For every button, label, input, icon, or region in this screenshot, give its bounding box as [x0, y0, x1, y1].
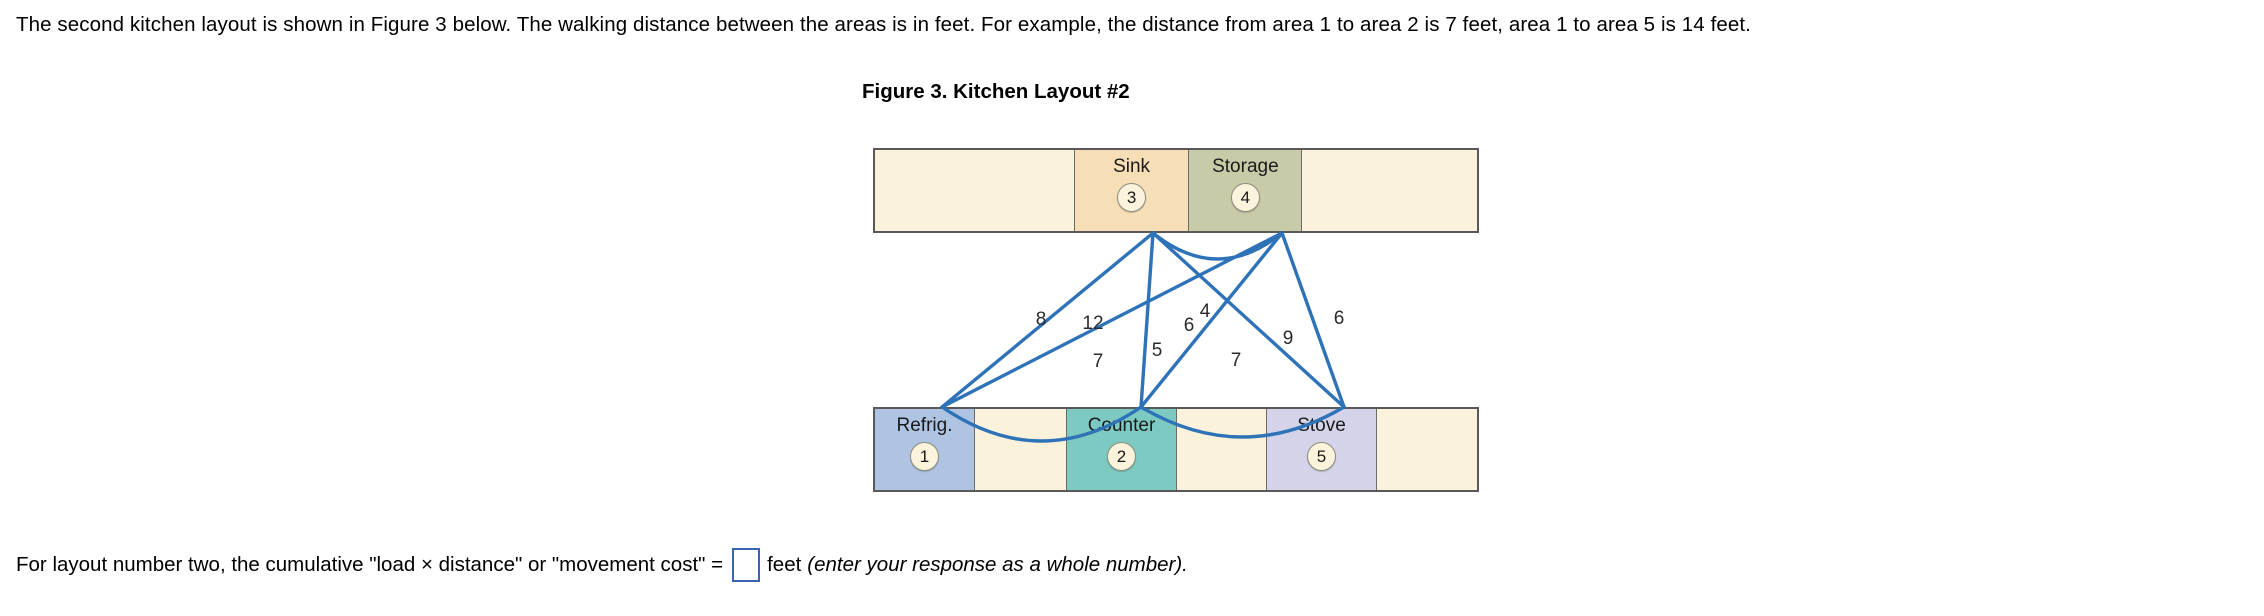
- cell-label: Stove: [1297, 415, 1346, 436]
- cell-label: Sink: [1113, 156, 1151, 177]
- figure-container: Figure 3. Kitchen Layout #2 Sink 3 Storage…: [0, 80, 2264, 510]
- edge-label-2-3: 5: [1151, 340, 1163, 361]
- edge-label-2-5: 7: [1230, 350, 1242, 371]
- edge-3-4: [1151, 231, 1284, 261]
- area-number-badge: 2: [1107, 442, 1136, 471]
- answer-unit: feet: [767, 553, 802, 576]
- edge-label-1-2: 7: [1092, 351, 1104, 372]
- layout-cell-empty: [1302, 150, 1477, 231]
- layout-cell-stove: Stove 5: [1267, 409, 1377, 490]
- cell-label: Refrig.: [896, 415, 953, 436]
- layout-cell-empty: [1177, 409, 1267, 490]
- edge-3-5: [1151, 231, 1346, 409]
- area-number-badge: 4: [1230, 183, 1260, 212]
- cell-label: Counter: [1087, 415, 1156, 436]
- area-number-badge: 5: [1307, 442, 1336, 471]
- edge-2-3: [1139, 231, 1155, 409]
- bottom-appliance-row: Refrig. 1 Counter 2 Stove 5: [873, 407, 1479, 492]
- edge-2-4: [1139, 231, 1284, 409]
- edge-1-3: [940, 231, 1155, 409]
- area-number-badge: 1: [910, 442, 939, 471]
- edge-1-4: [940, 231, 1284, 409]
- layout-cell-refrig: Refrig. 1: [875, 409, 975, 490]
- edge-label-3-5: 9: [1282, 328, 1294, 349]
- edge-label-2-4: 6: [1183, 315, 1195, 336]
- layout-cell-empty: [1377, 409, 1473, 490]
- layout-cell-empty: [875, 150, 1075, 231]
- kitchen-layout-diagram: Sink 3 Storage 4 Refrig. 1 Counter 2 Stove 5 8 12…: [860, 135, 1520, 505]
- movement-cost-input[interactable]: [732, 548, 761, 582]
- answer-hint: (enter your response as a whole number).: [807, 553, 1188, 576]
- edge-label-4-5: 6: [1333, 308, 1345, 329]
- layout-cell-empty: [975, 409, 1067, 490]
- area-number-badge: 3: [1117, 183, 1147, 212]
- edge-label-3-4: 4: [1199, 301, 1211, 322]
- top-appliance-row: Sink 3 Storage 4: [873, 148, 1479, 233]
- intro-paragraph: The second kitchen layout is shown in Fi…: [16, 13, 1751, 36]
- answer-row: For layout number two, the cumulative "l…: [16, 548, 1194, 582]
- answer-prompt: For layout number two, the cumulative "l…: [16, 553, 724, 576]
- edge-label-1-4: 12: [1082, 313, 1104, 334]
- cell-label: Storage: [1212, 156, 1279, 177]
- figure-caption: Figure 3. Kitchen Layout #2: [862, 80, 1130, 103]
- layout-cell-counter: Counter 2: [1067, 409, 1177, 490]
- layout-cell-sink: Sink 3: [1074, 150, 1190, 231]
- layout-cell-storage: Storage 4: [1189, 150, 1303, 231]
- edge-label-1-3: 8: [1035, 309, 1047, 330]
